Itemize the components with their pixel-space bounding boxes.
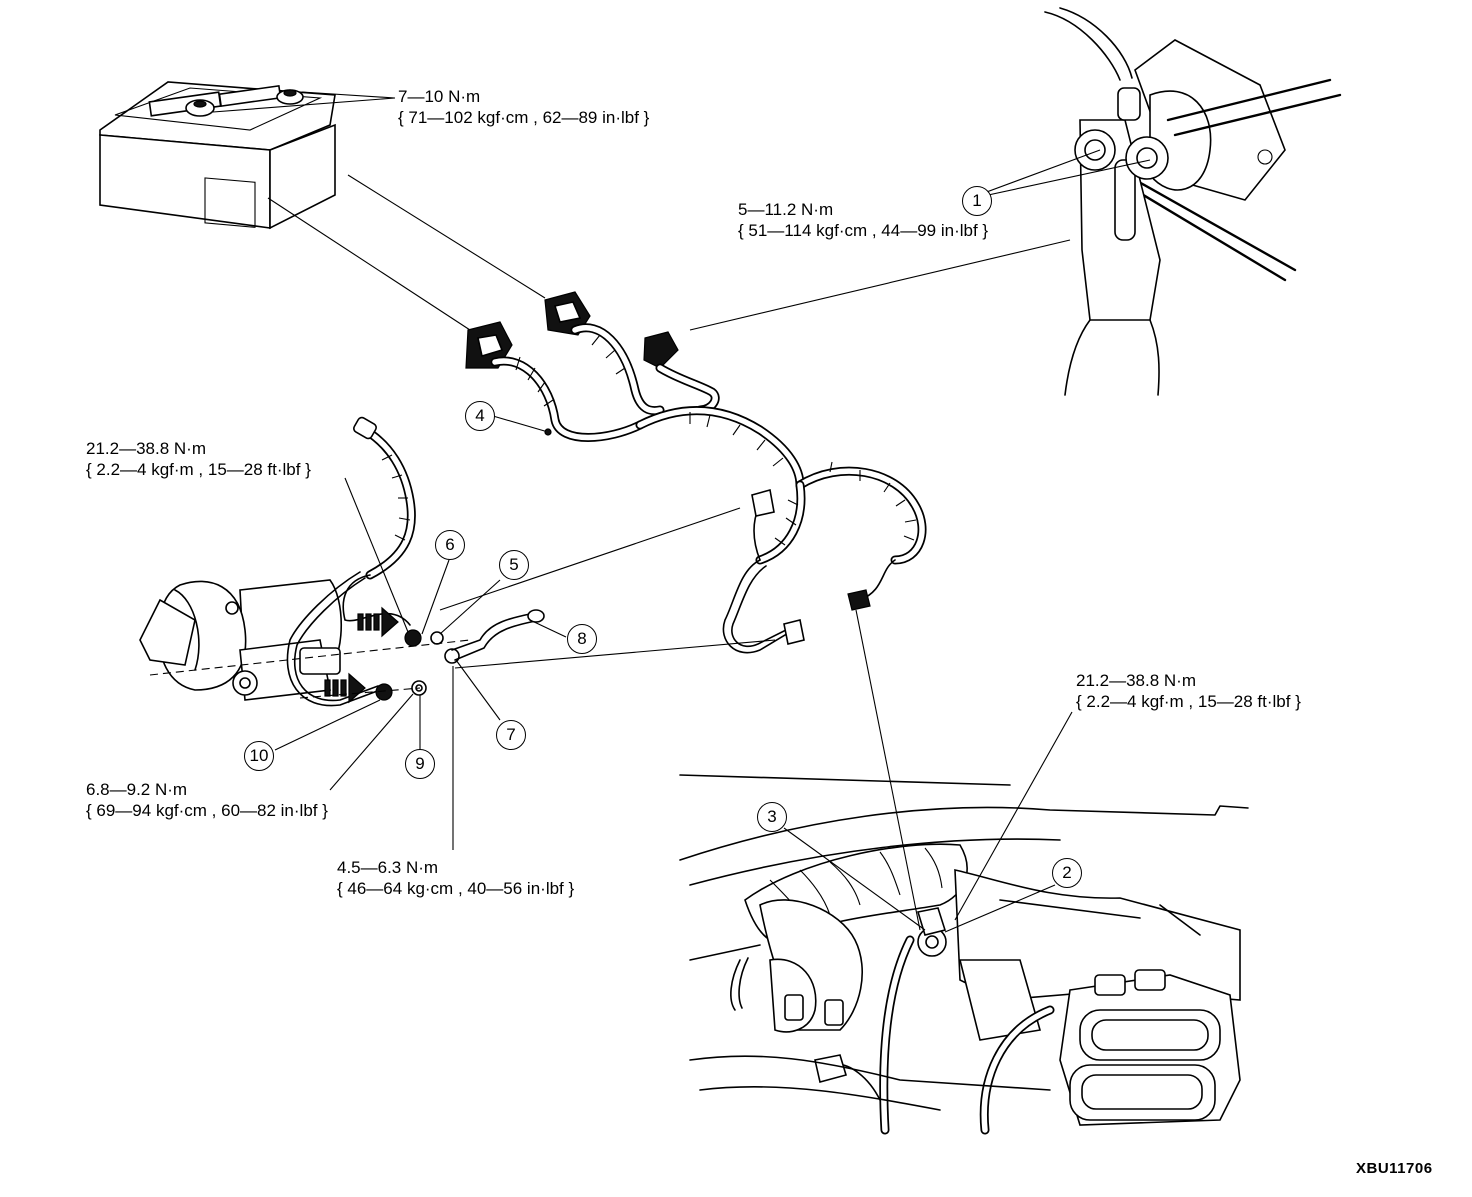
callout-1: 1 — [962, 186, 992, 216]
arrow-icon — [357, 606, 399, 638]
callout-6: 6 — [435, 530, 465, 560]
item7-torque-alt: { 46—64 kg·cm , 40—56 in·lbf } — [337, 879, 575, 898]
item7-torque-nm: 4.5—6.3 N·m — [337, 858, 439, 877]
item9-torque-nm: 6.8—9.2 N·m — [86, 780, 188, 799]
item9-torque-spec: 6.8—9.2 N·m { 69—94 kgf·cm , 60—82 in·lb… — [86, 779, 328, 821]
starter-terminal-torque-alt: { 2.2—4 kgf·m , 15—28 ft·lbf } — [86, 460, 311, 479]
starter-terminal-torque-spec: 21.2—38.8 N·m { 2.2—4 kgf·m , 15—28 ft·l… — [86, 438, 311, 480]
starter-motor — [139, 416, 776, 850]
wiring-harness — [465, 291, 927, 654]
callout-10: 10 — [244, 741, 274, 771]
battery-torque-alt: { 71—102 kgf·cm , 62—89 in·lbf } — [398, 108, 650, 127]
ground-torque-spec: 21.2—38.8 N·m { 2.2—4 kgf·m , 15—28 ft·l… — [1076, 670, 1301, 712]
callout-3: 3 — [757, 802, 787, 832]
starter-terminal-torque-nm: 21.2—38.8 N·m — [86, 439, 206, 458]
battery-torque-spec: 7—10 N·m { 71—102 kgf·cm , 62—89 in·lbf … — [398, 86, 649, 128]
item7-torque-spec: 4.5—6.3 N·m { 46—64 kg·cm , 40—56 in·lbf… — [337, 857, 574, 899]
item1-torque-spec: 5—11.2 N·m { 51—114 kgf·cm , 44—99 in·lb… — [738, 199, 988, 241]
item1-torque-nm: 5—11.2 N·m — [738, 200, 834, 219]
figure-code: XBU11706 — [1356, 1160, 1433, 1177]
item9-torque-alt: { 69—94 kgf·cm , 60—82 in·lbf } — [86, 801, 328, 820]
battery — [99, 81, 546, 331]
ground-torque-nm: 21.2—38.8 N·m — [1076, 671, 1196, 690]
callout-7: 7 — [496, 720, 526, 750]
callout-2: 2 — [1052, 858, 1082, 888]
item1-torque-alt: { 51—114 kgf·cm , 44—99 in·lbf } — [738, 221, 989, 240]
battery-torque-nm: 7—10 N·m — [398, 87, 481, 106]
callout-4: 4 — [465, 401, 495, 431]
arrow-icon — [324, 672, 366, 704]
engine-bay — [679, 609, 1249, 1135]
callout-9: 9 — [405, 749, 435, 779]
relay-detail — [689, 7, 1342, 396]
callout-5: 5 — [499, 550, 529, 580]
ground-torque-alt: { 2.2—4 kgf·m , 15—28 ft·lbf } — [1076, 692, 1301, 711]
callout-8: 8 — [567, 624, 597, 654]
